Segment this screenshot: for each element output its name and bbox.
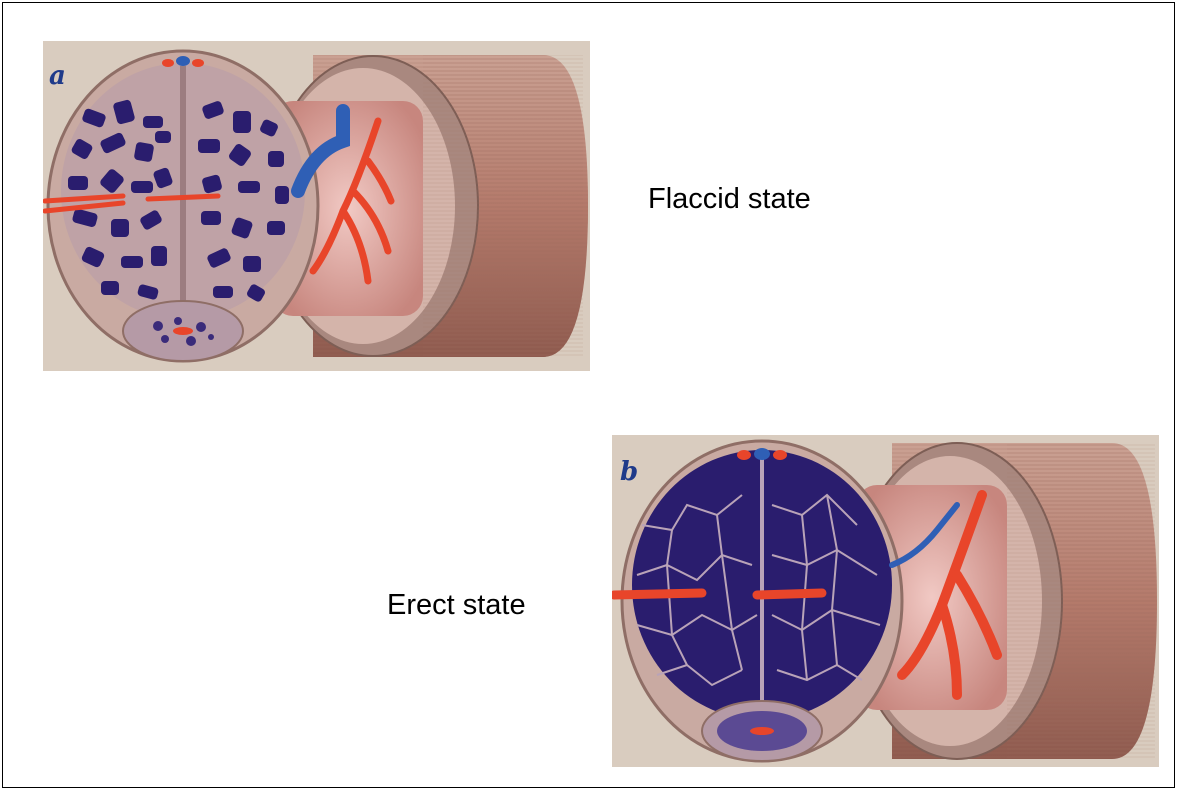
erect-caption: Erect state — [387, 589, 526, 622]
flaccid-illustration: a — [43, 41, 590, 371]
flaccid-cross-section-svg — [43, 41, 590, 371]
erect-cross-section-svg — [612, 435, 1159, 767]
panel-letter-a: a — [49, 61, 66, 91]
panel-letter-b: b — [620, 457, 638, 487]
erect-illustration: b — [612, 435, 1159, 767]
flaccid-caption: Flaccid state — [648, 183, 811, 216]
